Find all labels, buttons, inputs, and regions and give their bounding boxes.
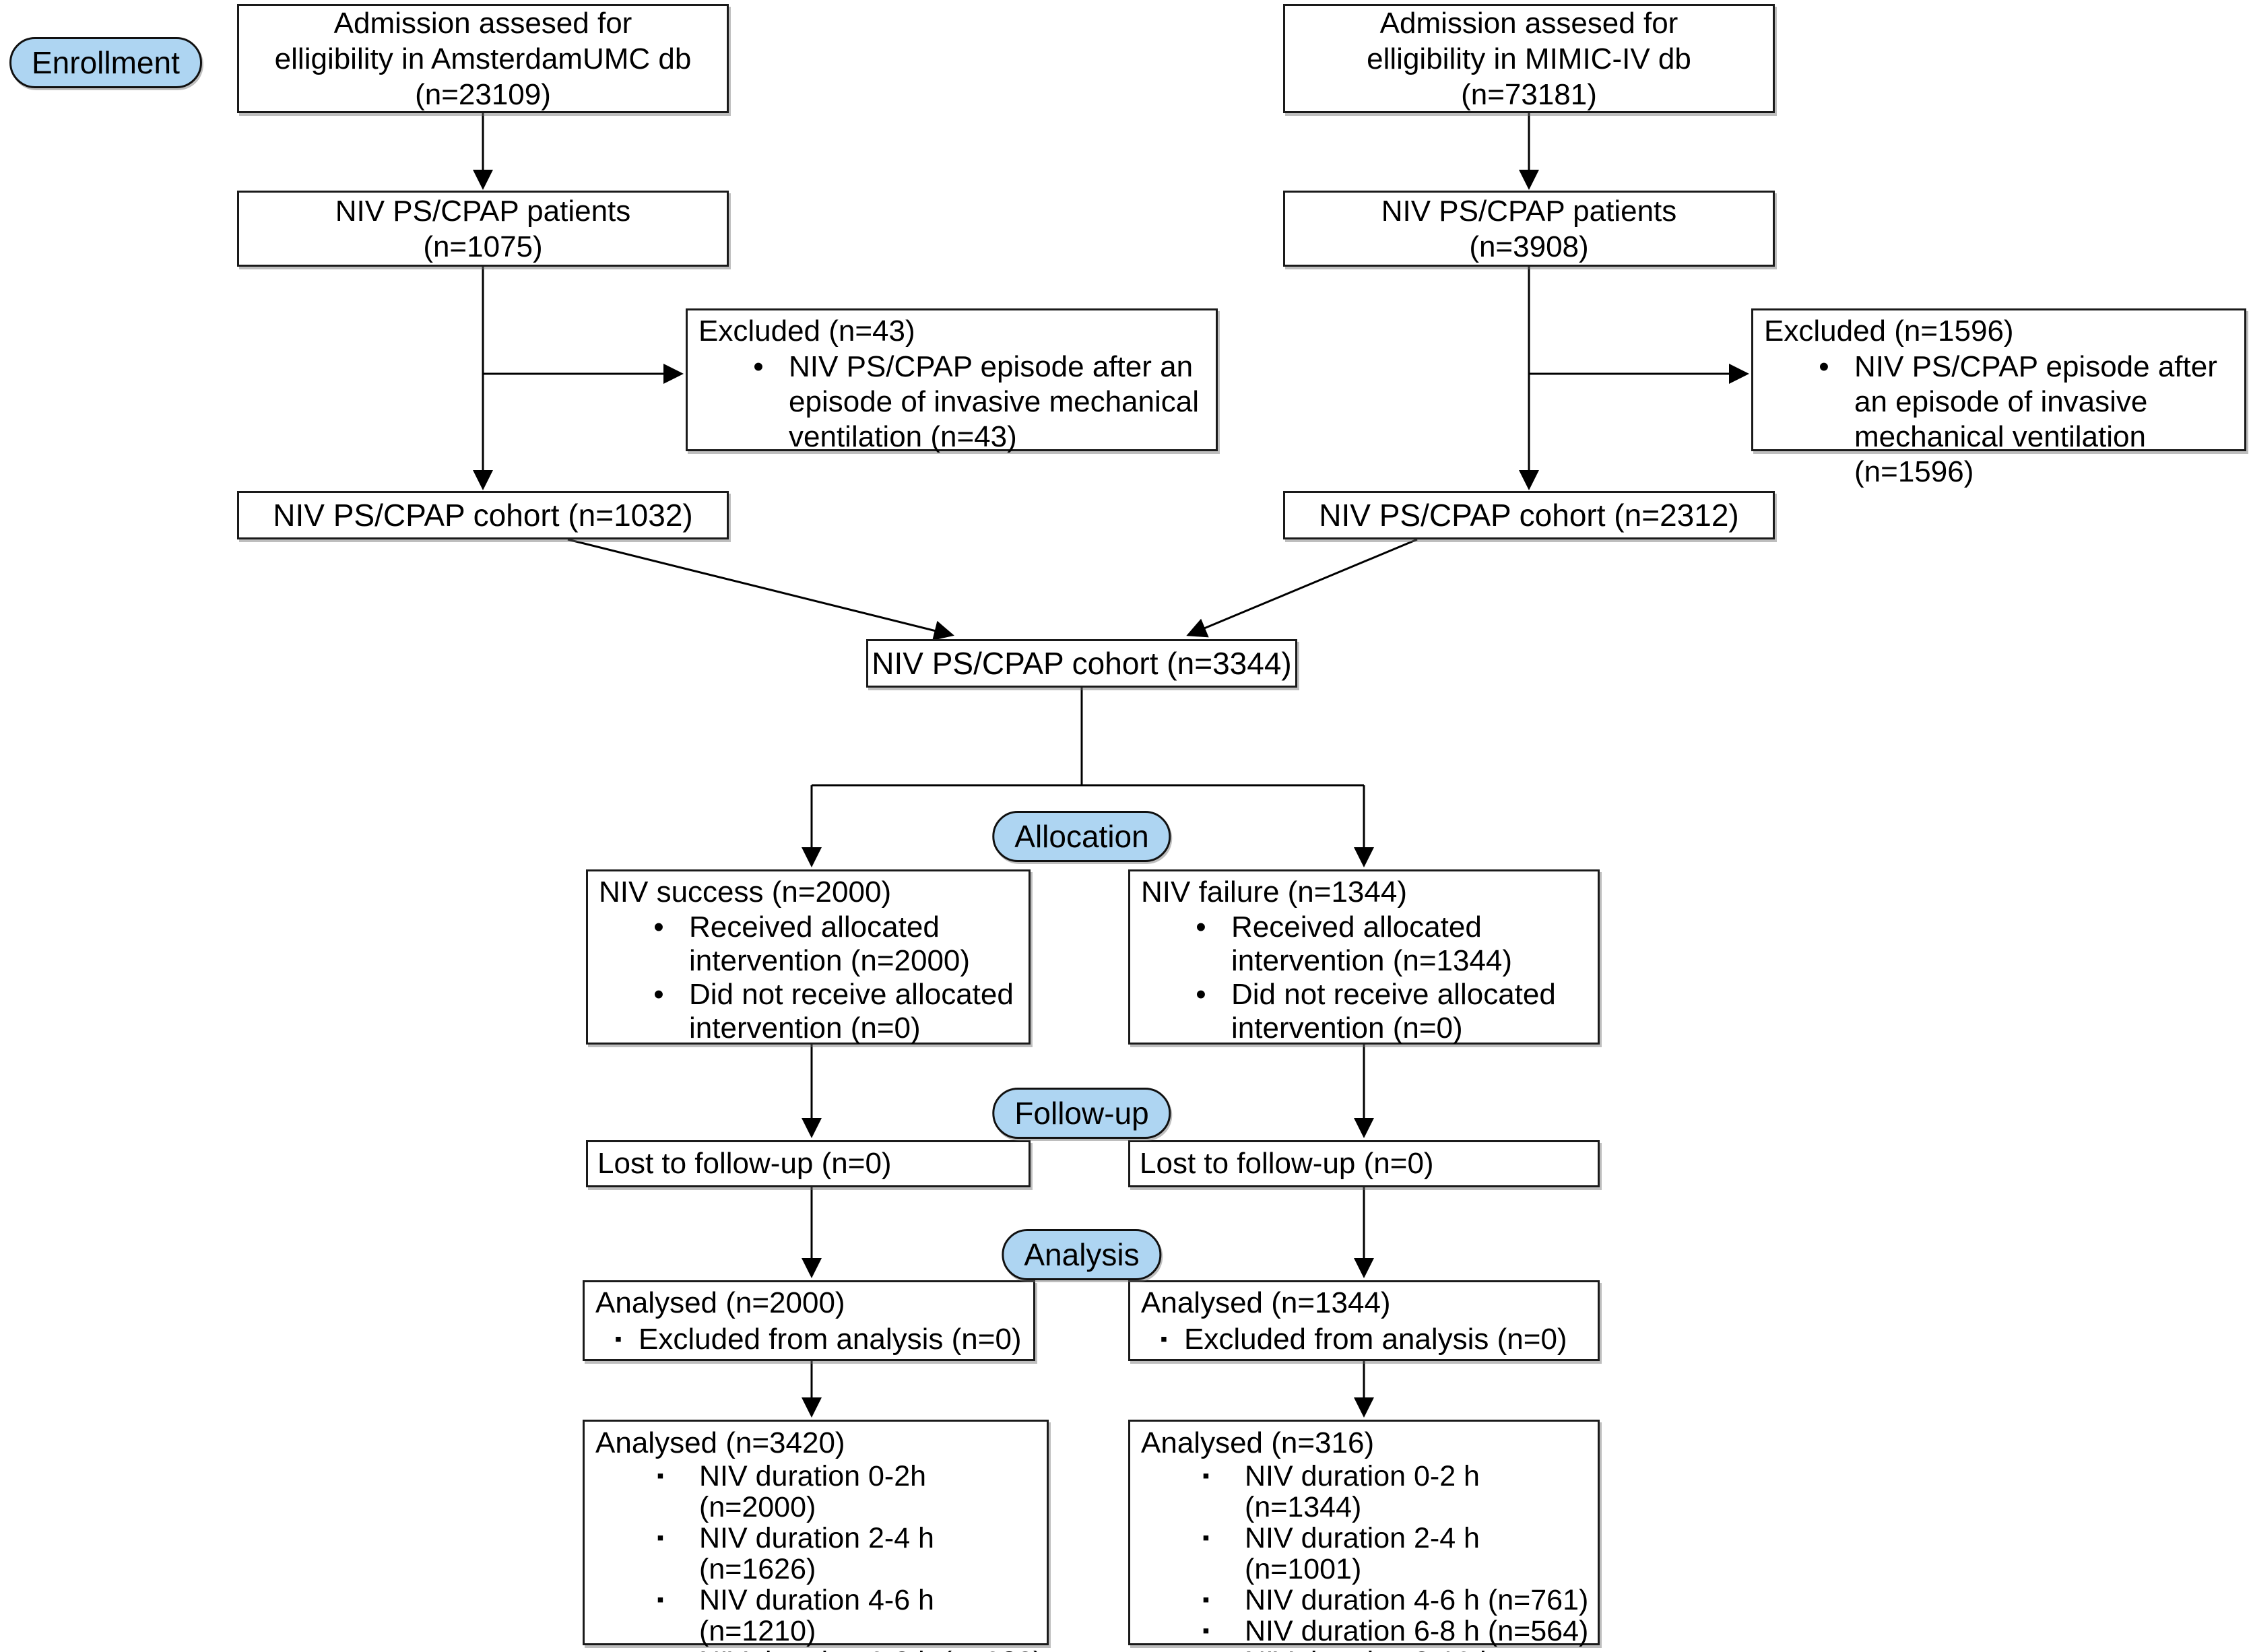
allocation-stage-label: Allocation	[1014, 819, 1149, 854]
allocation-box-title: NIV success (n=2000)	[599, 875, 892, 908]
allocation-bullet: Did not receive allocated intervention (…	[1130, 978, 1598, 1045]
analysed-title: Analysed (n=2000)	[595, 1286, 845, 1319]
followup-stage-badge: Follow-up	[992, 1088, 1171, 1139]
box-line: NIV PS/CPAP cohort (n=1032)	[273, 498, 693, 533]
admission-amsterdam-box: Admission assesed for elligibility in Am…	[237, 4, 729, 113]
duration-bullet: NIV duration 2-4 h (n=1001)	[1130, 1523, 1598, 1585]
followup-stage-label: Follow-up	[1014, 1096, 1149, 1131]
box-line: Lost to follow-up (n=0)	[1140, 1147, 1434, 1180]
excluded-title: Excluded (n=43)	[698, 315, 915, 348]
allocation-bullet: Received allocated intervention (n=1344)	[1130, 911, 1598, 978]
box-line: NIV PS/CPAP cohort (n=2312)	[1319, 498, 1739, 533]
cohort-combined-box: NIV PS/CPAP cohort (n=3344)	[866, 639, 1297, 688]
box-line: Lost to follow-up (n=0)	[597, 1147, 892, 1180]
box-line: Admission assesed for	[1379, 6, 1678, 40]
duration-title: Analysed (n=316)	[1141, 1426, 1375, 1459]
box-line: (n=3908)	[1469, 230, 1589, 263]
enrollment-stage-badge: Enrollment	[9, 37, 202, 88]
lost-followup-failure-box: Lost to follow-up (n=0)	[1128, 1140, 1600, 1187]
analysis-stage-badge: Analysis	[1002, 1229, 1162, 1280]
box-line: NIV PS/CPAP patients	[335, 194, 631, 228]
duration-bullet: NIV duration 6-8 h (n=564)	[1130, 1616, 1598, 1647]
allocation-bullet: Received allocated intervention (n=2000)	[588, 911, 1029, 978]
analysed-title: Analysed (n=1344)	[1141, 1286, 1391, 1319]
allocation-stage-badge: Allocation	[992, 811, 1171, 862]
admission-mimic-box: Admission assesed for elligibility in MI…	[1283, 4, 1775, 113]
box-line: (n=1075)	[423, 230, 543, 263]
excluded-mimic-box: Excluded (n=1596) NIV PS/CPAP episode af…	[1751, 308, 2246, 488]
excluded-title: Excluded (n=1596)	[1764, 315, 2014, 348]
analysed-duration-success-box: Analysed (n=3420) NIV duration 0-2h (n=2…	[583, 1420, 1049, 1652]
box-line: Admission assesed for	[333, 6, 632, 40]
duration-bullet: NIV duration 0-2h (n=2000)	[585, 1461, 1047, 1523]
box-line: elligibility in MIMIC-IV db	[1367, 42, 1691, 75]
analysed-bullet: Excluded from analysis (n=0)	[585, 1321, 1033, 1358]
duration-bullet: NIV duration 4-6 h (n=1210)	[585, 1585, 1047, 1647]
duration-bullet: NIV duration 0-2 h (n=1344)	[1130, 1461, 1598, 1523]
excluded-bullet: NIV PS/CPAP episode after an episode of …	[1753, 350, 2244, 490]
analysed-failure-box: Analysed (n=1344) Excluded from analysis…	[1128, 1280, 1600, 1361]
duration-bullet: NIV duration 6-8 h (n=923)	[585, 1647, 1047, 1652]
box-line: (n=23109)	[415, 77, 551, 111]
box-line: (n=73181)	[1461, 77, 1597, 111]
box-line: NIV PS/CPAP cohort (n=3344)	[872, 646, 1292, 681]
patients-amsterdam-box: NIV PS/CPAP patients (n=1075)	[237, 191, 729, 267]
duration-bullet: NIV duration 2-4 h (n=1626)	[585, 1523, 1047, 1585]
lost-followup-success-box: Lost to follow-up (n=0)	[586, 1140, 1031, 1187]
niv-success-box: NIV success (n=2000) Received allocated …	[586, 869, 1031, 1045]
excluded-bullet: NIV PS/CPAP episode after an episode of …	[688, 350, 1216, 455]
cohort-mimic-box: NIV PS/CPAP cohort (n=2312)	[1283, 491, 1775, 539]
analysed-bullet: Excluded from analysis (n=0)	[1130, 1321, 1598, 1358]
duration-bullet: NIV duration 4-6 h (n=761)	[1130, 1585, 1598, 1616]
box-line: NIV PS/CPAP patients	[1381, 194, 1677, 228]
allocation-bullet: Did not receive allocated intervention (…	[588, 978, 1029, 1045]
excluded-amsterdam-box: Excluded (n=43) NIV PS/CPAP episode afte…	[686, 308, 1218, 453]
patients-mimic-box: NIV PS/CPAP patients (n=3908)	[1283, 191, 1775, 267]
analysed-duration-failure-box: Analysed (n=316) NIV duration 0-2 h (n=1…	[1128, 1420, 1600, 1652]
analysed-success-box: Analysed (n=2000) Excluded from analysis…	[583, 1280, 1035, 1361]
analysis-stage-label: Analysis	[1024, 1237, 1140, 1272]
allocation-box-title: NIV failure (n=1344)	[1141, 875, 1407, 908]
enrollment-stage-label: Enrollment	[32, 45, 180, 80]
box-line: elligibility in AmsterdamUMC db	[274, 42, 692, 75]
cohort-amsterdam-box: NIV PS/CPAP cohort (n=1032)	[237, 491, 729, 539]
niv-failure-box: NIV failure (n=1344) Received allocated …	[1128, 869, 1600, 1045]
duration-bullet: NIV duration 8-10 h (n=434)	[1130, 1647, 1598, 1652]
duration-title: Analysed (n=3420)	[595, 1426, 845, 1459]
